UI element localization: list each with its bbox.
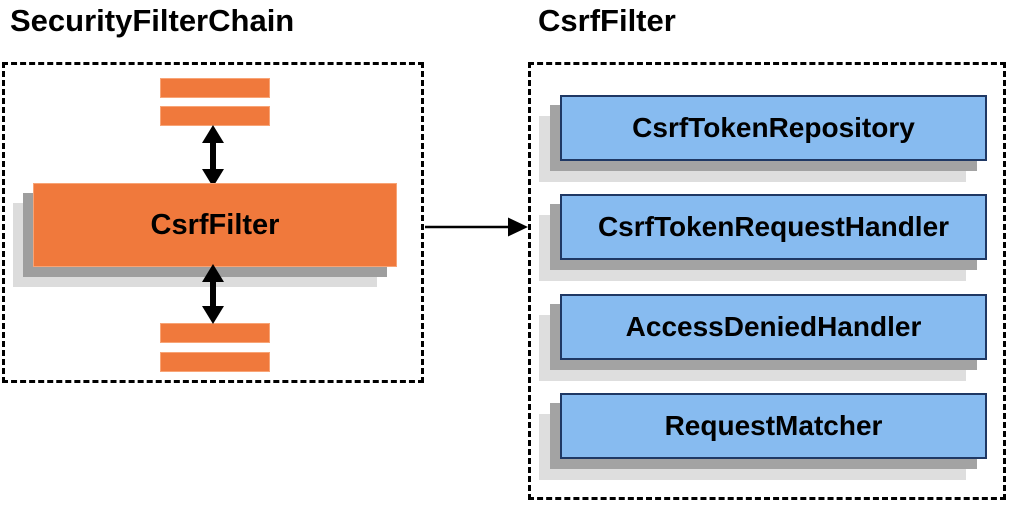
component-label: AccessDeniedHandler [625,311,922,342]
component-box-csrf-token-request-handler: CsrfTokenRequestHandler [560,194,987,260]
security-filter-chain-title: SecurityFilterChain [10,3,295,38]
component-label: CsrfTokenRepository [632,112,915,143]
csrf-filter-container [528,62,1006,500]
bidirectional-arrow-bottom-icon [202,264,224,324]
component-box-request-matcher: RequestMatcher [560,393,987,459]
filter-placeholder-bar-top-1 [160,78,270,98]
filter-placeholder-bar-top-2 [160,106,270,126]
component-box-csrf-token-repository: CsrfTokenRepository [560,95,987,161]
flow-arrow-icon [425,217,528,237]
bidirectional-arrow-top-icon [202,125,224,187]
csrf-filter-box: CsrfFilter [33,183,397,267]
security-filter-chain-container [2,62,424,383]
csrf-filter-title: CsrfFilter [538,3,676,38]
csrf-filter-box-label: CsrfFilter [150,208,280,241]
component-label: RequestMatcher [664,410,883,441]
component-box-access-denied-handler: AccessDeniedHandler [560,294,987,360]
filter-placeholder-bar-bottom-1 [160,323,270,343]
component-label: CsrfTokenRequestHandler [597,211,950,242]
filter-placeholder-bar-bottom-2 [160,352,270,372]
